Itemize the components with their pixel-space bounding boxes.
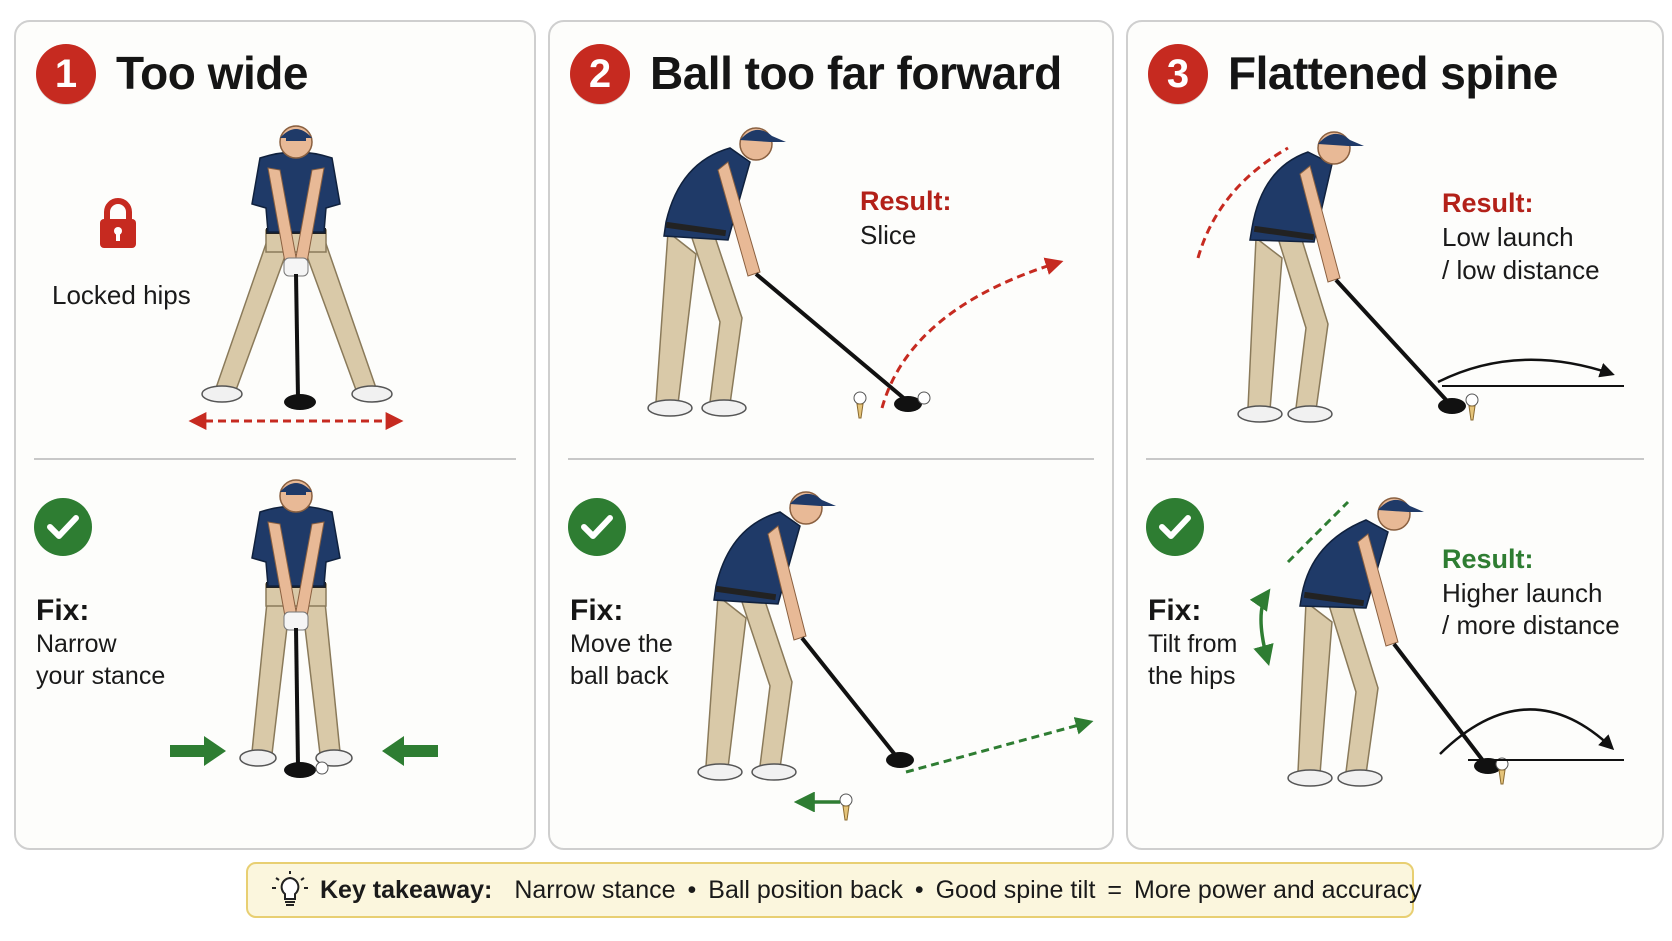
takeaway-item: Ball position back: [708, 875, 903, 904]
takeaway-item: Good spine tilt: [935, 875, 1096, 904]
fix-text-line-2: ball back: [570, 662, 669, 690]
takeaway-equals: =: [1107, 875, 1123, 904]
result-text-line-1: Low launch: [1442, 222, 1574, 252]
check-icon: [568, 498, 626, 556]
takeaway-item: Narrow stance: [514, 875, 676, 904]
straight-trajectory-arrow: [905, 717, 1094, 774]
fix-label: Fix:: [1148, 594, 1202, 627]
panel-title: Too wide: [116, 47, 308, 99]
fix-text-line-1: Tilt from: [1148, 630, 1238, 658]
takeaway-label: Key takeaway:: [320, 875, 493, 904]
result-text-line-2: / low distance: [1442, 255, 1600, 285]
key-takeaway-bar: Key takeaway: Narrow stance • Ball posit…: [246, 862, 1422, 918]
panel-divider: [1146, 458, 1644, 460]
fix-text-line-2: your stance: [36, 662, 166, 690]
move-ball-back-arrow: [793, 792, 840, 812]
step-number-badge: 1: [36, 44, 96, 104]
check-icon: [34, 498, 92, 556]
result-text: Slice: [860, 220, 917, 250]
golfer-ball-forward-illustration: [647, 127, 931, 417]
check-icon: [1146, 498, 1204, 556]
fix-label: Fix:: [36, 594, 90, 627]
fix-label: Fix:: [570, 594, 624, 627]
high-trajectory-arrow: [1439, 708, 1624, 761]
panel-divider: [34, 458, 516, 460]
wide-stance-arrow: [188, 412, 404, 430]
lightbulb-icon: [270, 870, 310, 910]
result-label: Result:: [860, 186, 952, 216]
golfer-good-spine-illustration: [1249, 497, 1502, 787]
golfer-wide-stance-illustration: [201, 125, 393, 410]
panel-title: Ball too far forward: [650, 47, 1062, 99]
takeaway-separator: •: [914, 875, 924, 904]
narrow-arrow-left: [170, 736, 226, 766]
fix-result-label: Result:: [1442, 544, 1534, 574]
result-label: Result:: [1442, 188, 1534, 218]
golf-ball-icon: [853, 391, 867, 419]
panel-flattened-spine: 3 Flattened spine Result: Low launch / l…: [1126, 20, 1664, 850]
slice-trajectory-arrow: [880, 257, 1064, 409]
step-number-badge: 3: [1148, 44, 1208, 104]
golfer-narrow-stance-illustration: [239, 479, 353, 778]
lock-icon: [96, 198, 140, 255]
golf-ball-icon: [1465, 393, 1479, 421]
golfer-flat-spine-illustration: [1196, 131, 1466, 423]
takeaway-separator: •: [687, 875, 697, 904]
narrow-arrow-right: [382, 736, 438, 766]
fix-result-text-line-1: Higher launch: [1442, 578, 1603, 608]
fix-text-line-1: Move the: [570, 630, 673, 658]
low-trajectory-arrow: [1437, 358, 1624, 387]
fix-text-line-2: the hips: [1148, 662, 1236, 690]
panel-divider: [568, 458, 1094, 460]
panel-too-wide: 1 Too wide Locked hips: [14, 20, 536, 850]
golf-ball-icon: [839, 793, 853, 821]
fix-text-line-1: Narrow: [36, 630, 117, 658]
step-number-badge: 2: [570, 44, 630, 104]
panel-title: Flattened spine: [1228, 47, 1558, 99]
locked-hips-label: Locked hips: [52, 280, 191, 310]
golfer-ball-back-illustration: [697, 491, 914, 781]
fix-result-text-line-2: / more distance: [1442, 610, 1620, 640]
takeaway-conclusion: More power and accuracy: [1134, 875, 1422, 904]
panel-ball-too-far-forward: 2 Ball too far forward Result: Slice Fix…: [548, 20, 1114, 850]
